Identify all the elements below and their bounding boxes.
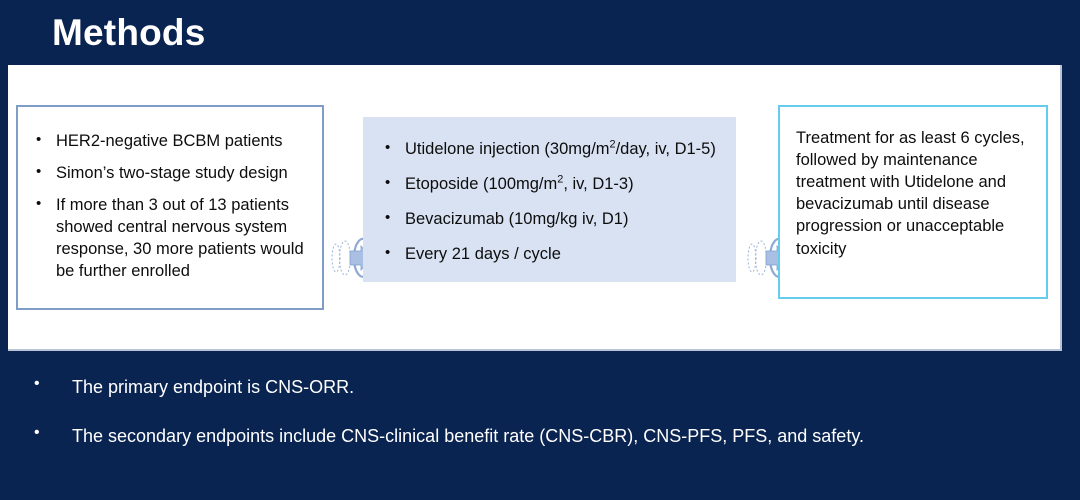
- regimen-text: Bevacizumab (10mg/kg iv, D1): [405, 209, 629, 228]
- flow-box-treatment-regimen: Utidelone injection (30mg/m2/day, iv, D1…: [363, 117, 736, 282]
- study-design-bullet-list: HER2-negative BCBM patients Simon’s two-…: [18, 107, 322, 283]
- flow-box-maintenance-treatment: Treatment for as least 6 cycles, followe…: [778, 105, 1048, 299]
- list-item: Every 21 days / cycle: [381, 243, 726, 266]
- list-item: The secondary endpoints include CNS-clin…: [28, 423, 1060, 448]
- list-item: The primary endpoint is CNS-ORR.: [28, 374, 1060, 399]
- regimen-text: Every 21 days / cycle: [405, 244, 561, 263]
- regimen-text-cont: , iv, D1-3): [563, 174, 634, 193]
- superscript: 2: [557, 173, 564, 186]
- superscript: 2: [609, 138, 616, 151]
- endpoints-bullet-list: The primary endpoint is CNS-ORR. The sec…: [28, 374, 1060, 475]
- maintenance-treatment-text: Treatment for as least 6 cycles, followe…: [796, 129, 1025, 258]
- methods-diagram-panel: HER2-negative BCBM patients Simon’s two-…: [8, 65, 1062, 351]
- list-item: HER2-negative BCBM patients: [32, 130, 310, 153]
- list-item: Etoposide (100mg/m2, iv, D1-3): [381, 173, 726, 196]
- list-item: Bevacizumab (10mg/kg iv, D1): [381, 208, 726, 231]
- regimen-text: Etoposide (100mg/m: [405, 174, 558, 193]
- list-item: Utidelone injection (30mg/m2/day, iv, D1…: [381, 138, 726, 161]
- flow-box-study-design: HER2-negative BCBM patients Simon’s two-…: [16, 105, 324, 310]
- list-item: Simon’s two-stage study design: [32, 162, 310, 185]
- regimen-text: Utidelone injection (30mg/m: [405, 140, 610, 158]
- treatment-regimen-bullet-list: Utidelone injection (30mg/m2/day, iv, D1…: [363, 117, 736, 266]
- list-item: If more than 3 out of 13 patients showed…: [32, 194, 310, 283]
- regimen-text-cont: /day, iv, D1-5): [615, 140, 716, 158]
- page-title: Methods: [52, 12, 206, 53]
